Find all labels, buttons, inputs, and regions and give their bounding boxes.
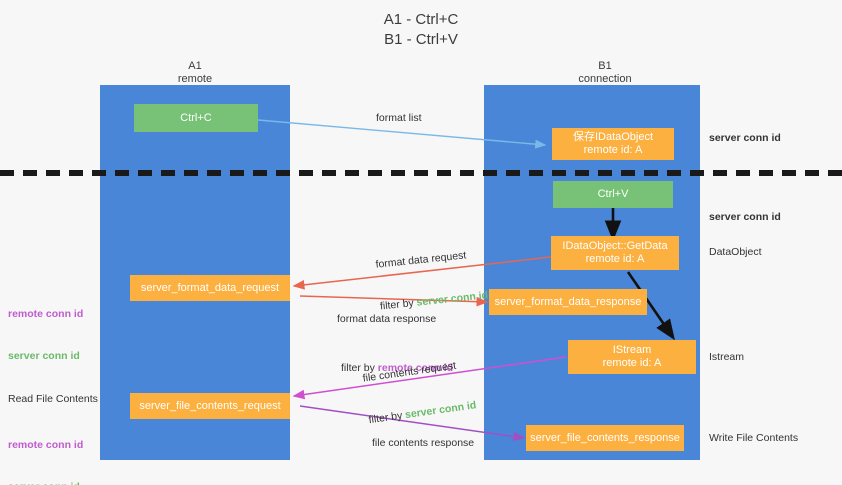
column-header-left: A1 remote xyxy=(177,60,213,85)
node-ctrl-v[interactable]: Ctrl+V xyxy=(553,181,673,208)
node-server-format-data-response-label: server_format_data_response xyxy=(494,295,642,308)
column-header-right: B1 connection xyxy=(578,60,632,85)
label-remote-conn-id-1: remote conn id xyxy=(8,308,84,320)
page-title: A1 - Ctrl+C B1 - Ctrl+V xyxy=(383,11,459,48)
label-format-data-request: format data request xyxy=(375,249,467,271)
node-server-file-contents-response-label: server_file_contents_response xyxy=(530,431,680,444)
label-file-contents-request: file contents request xyxy=(362,359,457,385)
node-istream[interactable]: IStream remote id: A xyxy=(568,340,696,374)
label-format-data-response-group: format data response filter by remote co… xyxy=(337,284,453,403)
filter-prefix: filter by xyxy=(341,362,378,374)
label-dataobject: DataObject xyxy=(709,246,762,258)
node-save-idataobject[interactable]: 保存IDataObject remote id: A xyxy=(552,128,674,160)
label-read-file-contents: Read File Contents xyxy=(8,393,98,405)
label-write-file-contents: Write File Contents xyxy=(709,432,799,444)
label-format-list: format list xyxy=(376,112,422,124)
label-server-conn-id-2: server conn id xyxy=(8,480,83,485)
label-conn-ids-upper: remote conn id server conn id xyxy=(8,279,83,391)
node-server-format-data-request-label: server_format_data_request xyxy=(140,281,280,294)
node-ctrl-v-label: Ctrl+V xyxy=(597,188,629,200)
label-server-conn-id-top: server conn id xyxy=(709,132,781,144)
node-istream-label: IStream remote id: A xyxy=(602,344,662,369)
filter-value-remote-conn-id: remote conn id xyxy=(377,362,454,374)
node-server-format-data-request[interactable]: server_format_data_request xyxy=(130,275,290,301)
label-file-contents-response: file contents response xyxy=(372,437,475,449)
label-format-data-response: format data response xyxy=(337,313,437,325)
label-conn-ids-lower: remote conn id server conn id xyxy=(8,410,83,485)
node-server-file-contents-response[interactable]: server_file_contents_response xyxy=(526,425,684,451)
node-server-file-contents-request-label: server_file_contents_request xyxy=(139,399,281,412)
node-save-idataobject-label: 保存IDataObject remote id: A xyxy=(572,131,654,156)
node-ctrl-c-label: Ctrl+C xyxy=(180,111,212,124)
node-server-format-data-response[interactable]: server_format_data_response xyxy=(489,289,647,315)
node-server-file-contents-request[interactable]: server_file_contents_request xyxy=(130,393,290,419)
label-format-data-response-filter: filter by remote conn id xyxy=(337,361,453,375)
label-remote-conn-id-2: remote conn id xyxy=(8,439,84,451)
node-ctrl-c[interactable]: Ctrl+C xyxy=(134,104,258,132)
label-server-conn-id-1: server conn id xyxy=(8,350,80,362)
label-istream: Istream xyxy=(709,351,745,363)
label-file-contents-response-group: file contents response filter by remote … xyxy=(348,408,474,485)
label-server-conn-id-mid: server conn id xyxy=(709,211,781,223)
node-idataobject-getdata-label: IDataObject::GetData remote id: A xyxy=(562,240,668,265)
node-idataobject-getdata[interactable]: IDataObject::GetData remote id: A xyxy=(551,236,679,270)
